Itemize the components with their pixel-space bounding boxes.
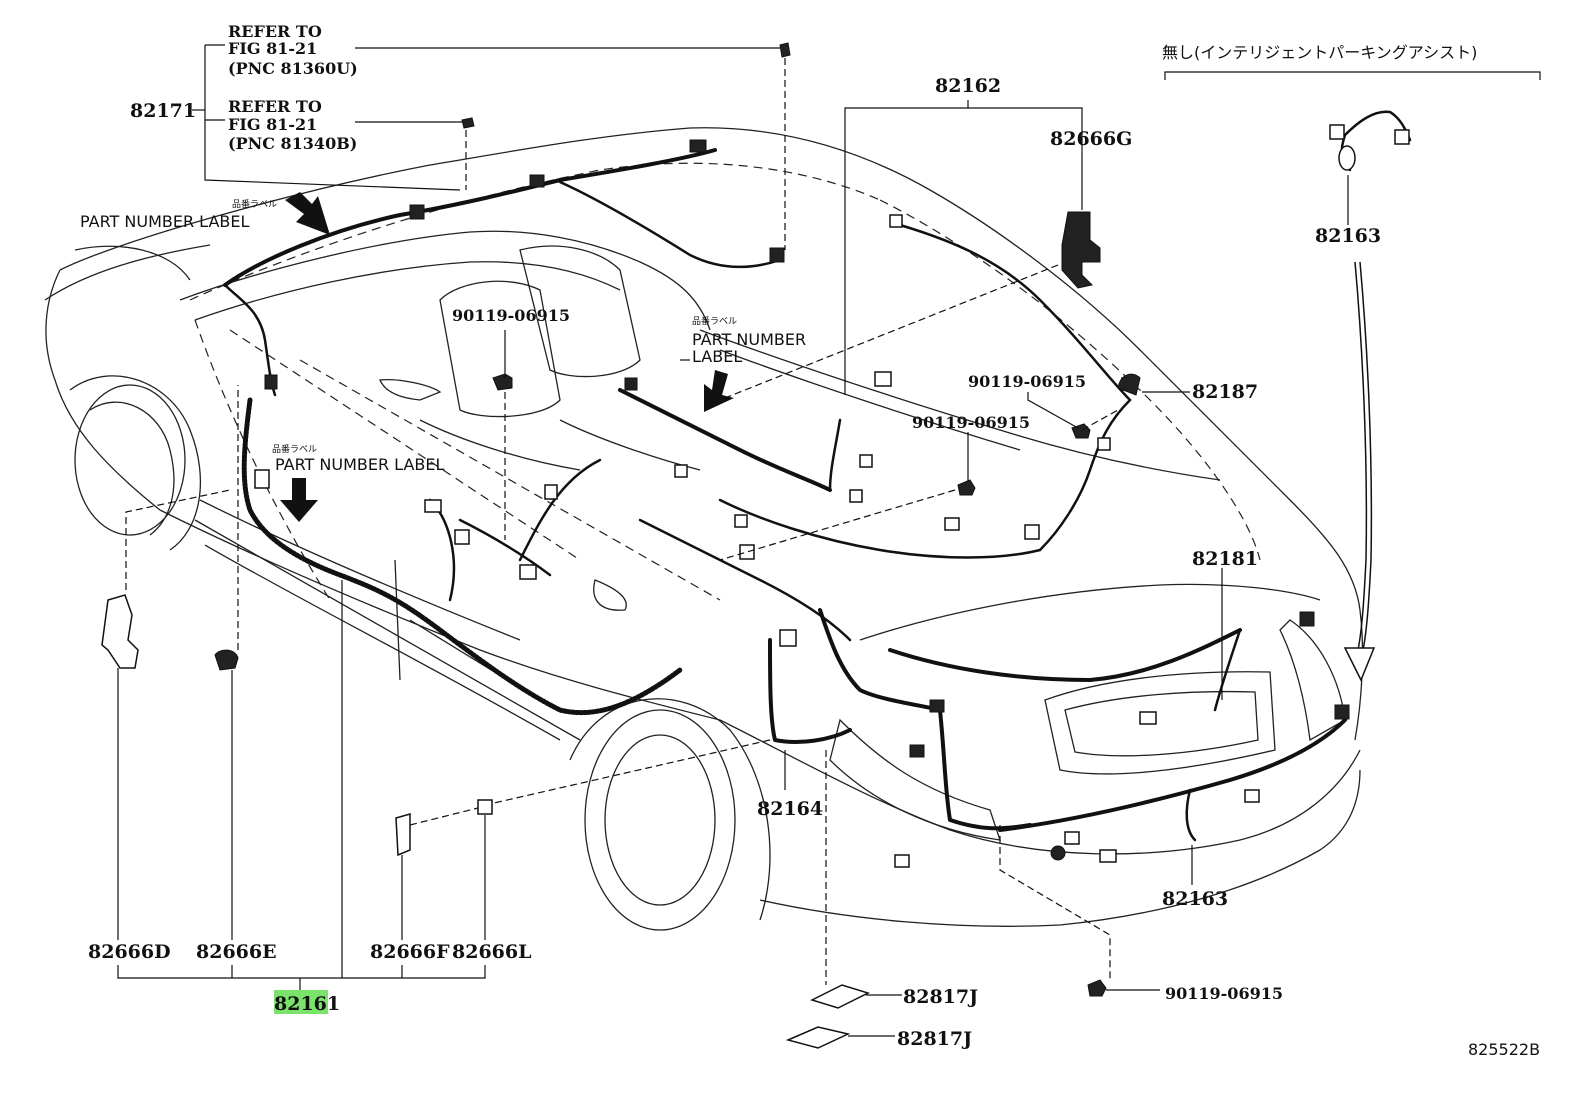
leader-lines [117, 44, 1541, 1037]
jp-note: 無し(インテリジェントパーキングアシスト) [1162, 43, 1477, 62]
label-bolt-4: 90119-06915 [1165, 984, 1283, 1003]
part-labels: 82171 REFER TO FIG 81-21 (PNC 81360U) RE… [80, 22, 1540, 1059]
refer-note-1-line2: FIG 81-21 [228, 39, 317, 58]
arrow-icon [280, 478, 318, 522]
label-82666G: 82666G [1050, 128, 1132, 150]
label-82161: 82161 [274, 993, 340, 1015]
refer-note-2-line2: FIG 81-21 [228, 115, 317, 134]
label-82181: 82181 [1192, 548, 1258, 570]
label-82163-top: 82163 [1315, 225, 1381, 247]
label-82171: 82171 [130, 100, 196, 122]
label-82666F: 82666F [370, 941, 450, 963]
refer-note-2-line1: REFER TO [228, 97, 322, 116]
refer-note-2-line3: (PNC 81340B) [228, 134, 357, 153]
arrow-icon [704, 370, 734, 412]
part-number-label-jp-1: 品番ラベル [232, 198, 277, 210]
arrow-icon [285, 192, 330, 235]
refer-note-1-line3: (PNC 81360U) [228, 59, 358, 78]
connectors [101, 42, 1410, 1049]
label-82187: 82187 [1192, 381, 1258, 403]
part-number-arrows [280, 192, 1376, 682]
label-82161-highlight [274, 990, 328, 1014]
curved-arrow-icon [1354, 261, 1368, 651]
wire-harnesses [223, 110, 1412, 842]
figure-code: 825522B [1468, 1040, 1540, 1059]
part-number-label-2-line1: PART NUMBER [692, 330, 806, 349]
label-82817J-2: 82817J [897, 1028, 972, 1050]
label-82666D: 82666D [88, 941, 171, 963]
refer-note-1-line1: REFER TO [228, 22, 322, 41]
label-82817J-1: 82817J [903, 986, 978, 1008]
part-number-label-3: PART NUMBER LABEL [275, 455, 444, 474]
label-82163-bottom: 82163 [1162, 888, 1228, 910]
label-bolt-2: 90119-06915 [968, 372, 1086, 391]
part-number-label-jp-3: 品番ラベル [272, 443, 317, 455]
label-82666E: 82666E [196, 941, 277, 963]
label-82162: 82162 [935, 75, 1001, 97]
label-bolt-1: 90119-06915 [452, 306, 570, 325]
car-body-outline [44, 127, 1364, 931]
label-82666L: 82666L [452, 941, 531, 963]
part-number-label-1: PART NUMBER LABEL [80, 212, 249, 231]
label-82164: 82164 [757, 798, 823, 820]
part-number-label-2-line2: LABEL [692, 347, 742, 366]
part-number-label-jp-2: 品番ラベル [692, 315, 737, 327]
label-bolt-3: 90119-06915 [912, 413, 1030, 432]
